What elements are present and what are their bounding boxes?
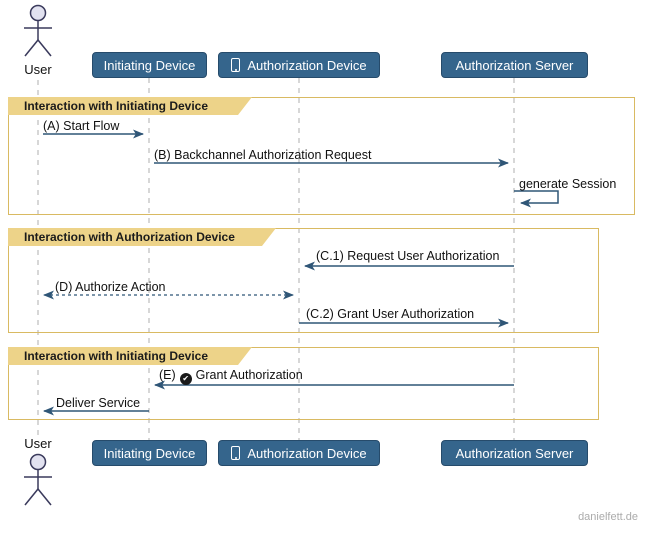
mobile-device-icon [231,58,241,72]
participant-authorization-device-bottom: Authorization Device [218,440,380,466]
actor-figure-bottom [24,453,52,506]
participant-initiating-device-top: Initiating Device [92,52,207,78]
message-label-grant-user-authorization: (C.2) Grant User Authorization [306,307,475,321]
participant-authorization-device-top: Authorization Device [218,52,380,78]
participant-authorization-server-top: Authorization Server [441,52,588,78]
message-label-authorize-action: (D) Authorize Action [55,280,166,294]
participant-label: Authorization Server [455,57,574,73]
participant-label: Initiating Device [103,445,196,461]
actor-label-bottom: User [24,436,52,451]
message-label-backchannel-request: (B) Backchannel Authorization Request [154,148,372,162]
actor-figure-top [24,4,52,57]
message-label-grant-authorization: (E) Grant Authorization [159,368,303,385]
participant-authorization-server-bottom: Authorization Server [441,440,588,466]
message-label-generate-session: generate Session [519,177,617,191]
watermark: danielfett.de [578,511,638,523]
participant-label: Initiating Device [103,57,196,73]
message-label-deliver-service: Deliver Service [56,396,141,410]
message-label-request-user-authorization: (C.1) Request User Authorization [316,249,500,263]
participant-label: Authorization Device [247,445,367,461]
frame-title: Interaction with Initiating Device [8,347,252,365]
frame-title: Interaction with Initiating Device [8,97,252,115]
frame-interaction-initiating-2: Interaction with Initiating Device [8,347,599,420]
participant-label: Authorization Device [247,57,367,73]
frame-interaction-authorization: Interaction with Authorization Device [8,228,599,333]
participant-initiating-device-bottom: Initiating Device [92,440,207,466]
message-prefix: (E) [159,368,176,382]
message-text: Grant Authorization [195,368,303,382]
frame-title: Interaction with Authorization Device [8,228,276,246]
participant-label: Authorization Server [455,445,574,461]
message-label-start-flow: (A) Start Flow [43,119,120,133]
frame-interaction-initiating-1: Interaction with Initiating Device [8,97,635,215]
mobile-device-icon [231,446,241,460]
lifelines [37,78,515,440]
actor-label-top: User [24,62,52,77]
arrow-generate-session [514,190,559,208]
check-circle-icon [179,373,192,385]
